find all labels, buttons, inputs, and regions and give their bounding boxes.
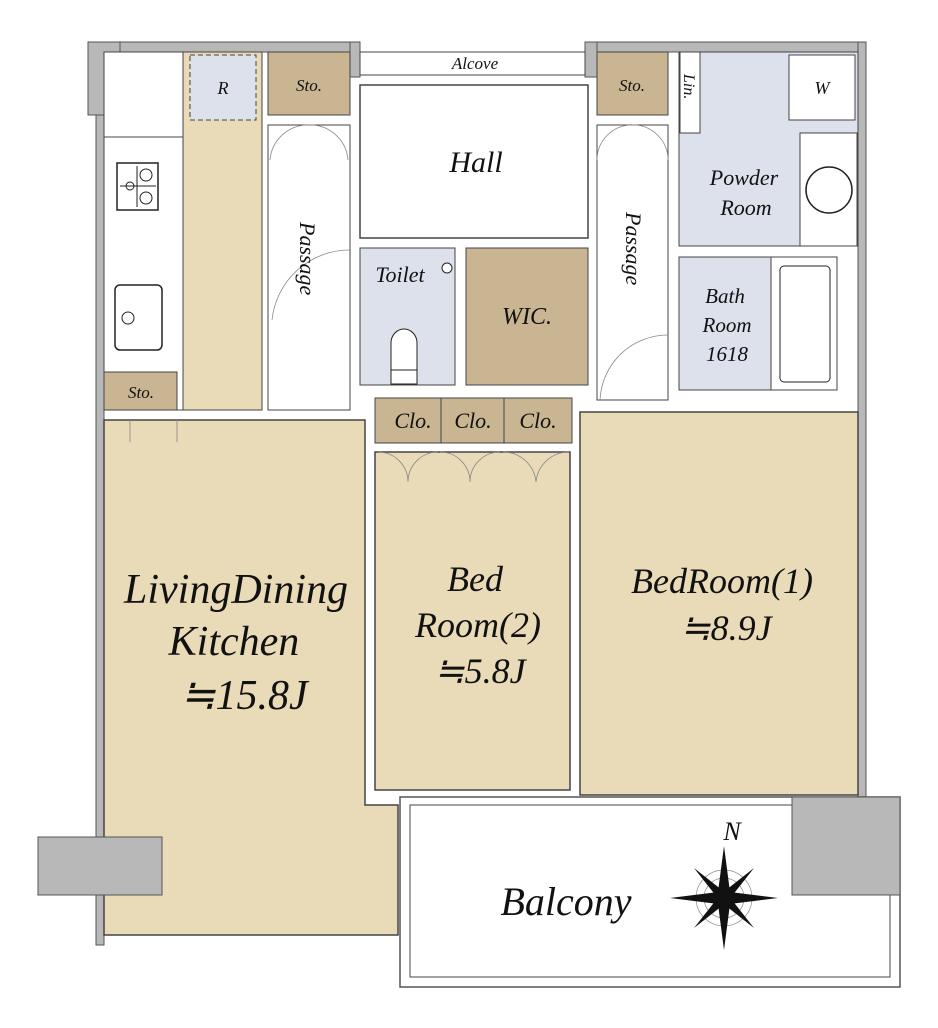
kitchen-counter	[103, 51, 184, 411]
alcove-label: Alcove	[451, 54, 499, 73]
alcove-wall	[349, 41, 361, 78]
compass-rose-icon	[670, 846, 778, 950]
bedroom-2	[374, 451, 571, 791]
closet-3	[503, 397, 573, 444]
toilet-bowl-icon	[390, 262, 453, 385]
bath-room	[678, 256, 772, 391]
bedroom-2-label-2: Room(2)	[414, 605, 541, 645]
ldk-label-1: LivingDining	[123, 567, 348, 613]
stove-icon	[116, 162, 159, 211]
closet-label-3: Clo.	[519, 408, 556, 433]
refrigerator-space	[189, 54, 257, 121]
outer-wall-top-left	[87, 41, 359, 53]
outer-wall-left	[95, 114, 105, 946]
ldk-label-2: Kitchen	[168, 619, 300, 665]
passage-left-label: Passage	[295, 221, 320, 296]
alcove	[359, 51, 586, 76]
bedroom-2-label-1: Bed	[447, 559, 504, 599]
bath-room-label-1: Bath	[705, 284, 745, 308]
closet-label-2: Clo.	[454, 408, 491, 433]
living-dining-kitchen	[103, 419, 399, 936]
storage-top-right	[596, 51, 669, 116]
bedroom-1-label-2: ≒8.9J	[680, 608, 773, 648]
outer-wall-right	[857, 41, 867, 798]
closet-2	[440, 397, 505, 444]
bathtub-icon	[779, 265, 831, 383]
storage-top-right-label: Sto.	[619, 76, 645, 95]
bedroom-1-label-1: BedRoom(1)	[631, 561, 813, 601]
bath-room-label-2: Room	[702, 313, 752, 337]
hall	[359, 84, 589, 239]
alcove-wall-right	[584, 41, 598, 78]
washbasin-icon	[805, 166, 853, 214]
closet-label-1: Clo.	[394, 408, 431, 433]
bedroom-2-label-3: ≒5.8J	[434, 651, 527, 691]
outer-wall-top-right	[587, 41, 867, 53]
linen-closet	[679, 51, 701, 134]
washer-space	[788, 54, 856, 121]
sink-icon	[114, 284, 163, 351]
pillar-left	[37, 836, 163, 896]
storage-kitchen	[103, 371, 178, 411]
hall-label: Hall	[448, 146, 502, 179]
passage-right-label: Passage	[621, 211, 646, 286]
balcony-pillar	[791, 796, 901, 896]
passage-left	[267, 124, 351, 411]
wic-label: WIC.	[502, 304, 552, 330]
walk-in-closet	[465, 247, 589, 386]
bath-room-label-3: 1618	[706, 342, 749, 366]
bedroom-1	[579, 411, 859, 796]
storage-kitchen-label: Sto.	[128, 383, 154, 402]
powder-room-label-2: Room	[719, 195, 771, 220]
refrigerator-label: R	[217, 78, 229, 98]
toilet-label: Toilet	[375, 262, 425, 287]
ldk-label-3: ≒15.8J	[180, 673, 310, 719]
balcony-label: Balcony	[500, 879, 631, 924]
storage-top-left-label: Sto.	[296, 76, 322, 95]
storage-top-left	[267, 51, 351, 116]
washer-label: W	[815, 78, 832, 98]
powder-room-label-1: Powder	[709, 165, 779, 190]
passage-right	[596, 124, 669, 401]
linen-label: Lin.	[680, 73, 697, 99]
compass-north-label: N	[722, 817, 742, 846]
